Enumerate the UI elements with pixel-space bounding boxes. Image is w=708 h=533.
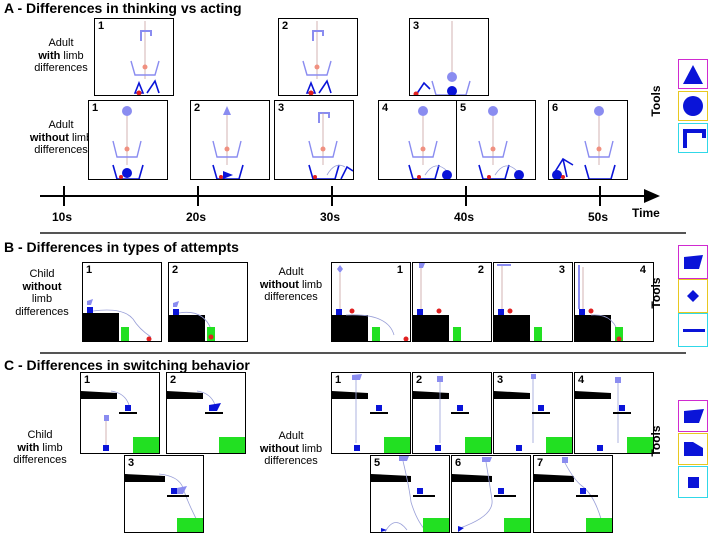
c-adult-panel-7: 7	[533, 455, 613, 533]
section-a-title: A - Differences in thinking vs acting	[4, 0, 242, 16]
c-adult-panel-6: 6	[451, 455, 531, 533]
b-child-panel-2: 2	[168, 262, 248, 342]
a-acting-scene-2	[212, 106, 244, 179]
c-child-scene-1	[81, 390, 159, 453]
row-label-adult-without-b: Adult without limb differences	[259, 266, 323, 303]
c-adult-scene-6	[452, 457, 530, 532]
c-adult-scene-4	[575, 377, 653, 453]
a-acting-panel-3: 3	[274, 100, 354, 180]
c-adult-scene-7	[534, 457, 612, 532]
wedge-tool-icon	[678, 400, 708, 432]
a-thinking-panel-2: 2	[278, 18, 358, 96]
b-adult-panel-4: 4	[574, 262, 654, 342]
b-child-scene-2	[169, 301, 215, 341]
diamond-tool-icon	[678, 279, 708, 313]
a-acting-scene-3	[308, 112, 353, 179]
tools-label-a: Tools	[649, 85, 663, 117]
c-adult-scene-1	[332, 374, 410, 453]
a-acting-scene-4	[408, 106, 452, 179]
time-axis-label: Time	[632, 206, 660, 220]
c-adult-panel-4: 4	[574, 372, 654, 454]
timeline-arrowhead	[644, 189, 660, 203]
c-adult-panel-5: 5	[370, 455, 450, 533]
bar-tool-icon	[678, 313, 708, 347]
b-child-panel-1: 1	[82, 262, 162, 342]
b-adult-scene-4	[575, 265, 623, 341]
a-acting-panel-6: 6	[548, 100, 628, 180]
circle-tool-icon	[678, 91, 708, 121]
tools-label-b: Tools	[649, 277, 663, 309]
a-thinking-panel-1: 1	[94, 18, 174, 96]
b-adult-scene-3	[494, 264, 542, 341]
c-child-scene-2	[167, 390, 245, 453]
tick-label-20s: 20s	[186, 210, 207, 224]
tools-label-c: Tools	[649, 425, 663, 457]
wedge-tool-icon	[678, 245, 708, 279]
b-adult-panel-1: 1	[331, 262, 411, 342]
tick-label-30s: 30s	[320, 210, 341, 224]
a-thinking-scene-3	[413, 21, 471, 95]
a-acting-scene-1	[112, 106, 144, 179]
a-acting-panel-5: 5	[456, 100, 536, 180]
tick-label-10s: 10s	[52, 210, 73, 224]
row-label-adult-without-c: Adult without limb differences	[259, 430, 323, 467]
row-label-child-without: Child without limb differences	[15, 268, 69, 318]
row-label-adult-without: Adult without limb differences	[29, 119, 93, 156]
b-child-scene-1	[83, 299, 152, 341]
slant-tool-icon	[678, 433, 708, 465]
tick-label-40s: 40s	[454, 210, 475, 224]
section-c-title: C - Differences in switching behavior	[4, 357, 250, 373]
b-adult-panel-3: 3	[493, 262, 573, 342]
c-adult-panel-2: 2	[412, 372, 492, 454]
c-child-scene-3	[125, 473, 203, 532]
row-label-adult-with: Adult with limb differences	[34, 37, 88, 74]
a-thinking-scene-1	[130, 21, 160, 95]
a-acting-scene-6	[552, 106, 616, 179]
c-adult-scene-2	[413, 376, 491, 453]
a-acting-panel-1: 1	[88, 100, 168, 180]
hook-tool-icon	[678, 123, 708, 153]
triangle-tool-icon	[678, 59, 708, 89]
section-b-title: B - Differences in types of attempts	[4, 239, 239, 255]
a-acting-panel-2: 2	[190, 100, 270, 180]
separator-b-c	[40, 352, 686, 354]
c-adult-panel-1: 1	[331, 372, 411, 454]
a-acting-scene-5	[478, 106, 524, 179]
a-acting-panel-4: 4	[378, 100, 458, 180]
separator-a-b	[40, 232, 686, 234]
square-tool-icon	[678, 466, 708, 498]
c-child-panel-3: 3	[124, 455, 204, 533]
c-adult-panel-3: 3	[493, 372, 573, 454]
b-adult-scene-2	[413, 263, 461, 341]
b-adult-panel-2: 2	[412, 262, 492, 342]
row-label-child-with: Child with limb differences	[13, 429, 67, 466]
c-child-panel-2: 2	[166, 372, 246, 454]
tick-label-50s: 50s	[588, 210, 609, 224]
c-adult-scene-3	[494, 374, 572, 453]
b-adult-scene-1	[332, 265, 409, 341]
a-thinking-panel-3: 3	[409, 18, 489, 96]
c-child-panel-1: 1	[80, 372, 160, 454]
a-thinking-scene-2	[302, 21, 332, 95]
c-adult-scene-5	[371, 456, 449, 532]
